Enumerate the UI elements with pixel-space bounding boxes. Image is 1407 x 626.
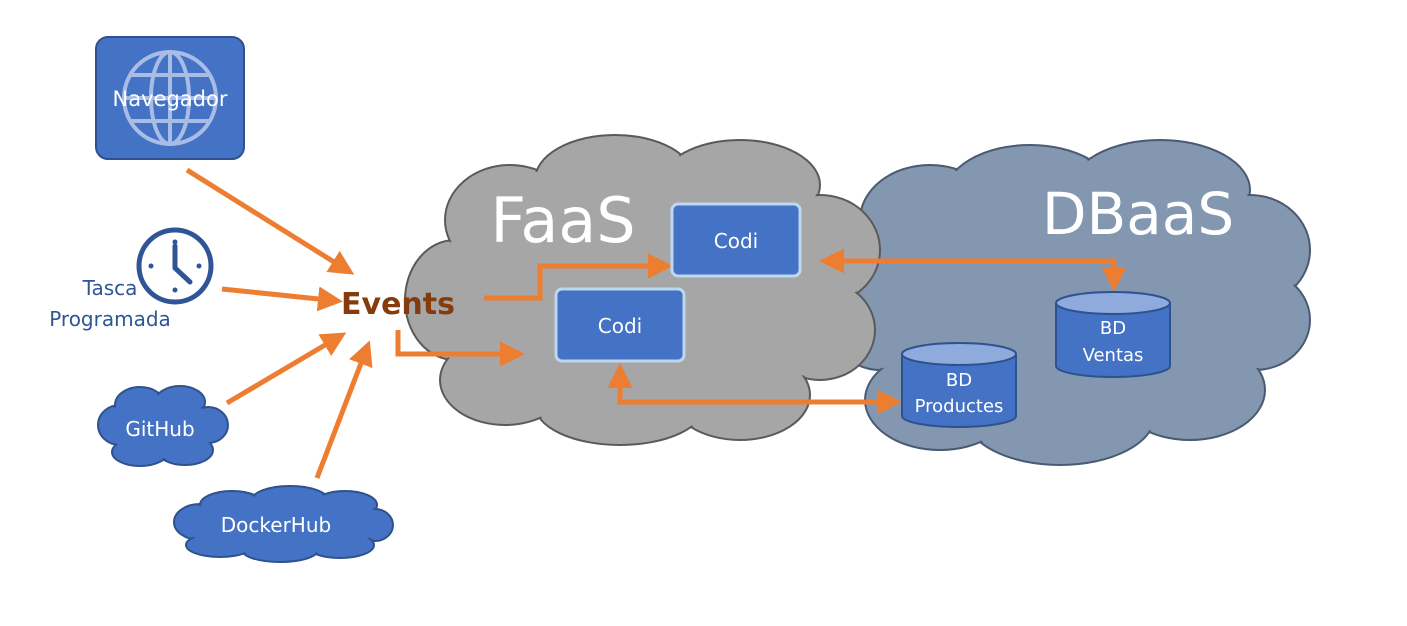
database-ventas: BD Ventas — [1055, 291, 1171, 378]
database-label-line2: Ventas — [1083, 345, 1144, 366]
browser-node: Navegador — [95, 36, 245, 160]
function-label: Codi — [714, 229, 758, 253]
arrows — [185, 167, 1127, 479]
browser-label: Navegador — [113, 87, 228, 111]
function-box-top: Codi — [670, 202, 802, 278]
scheduled-task-label-line1: Tasca — [82, 276, 138, 300]
github-label: GitHub — [125, 417, 194, 441]
function-label: Codi — [598, 314, 642, 338]
arrow-codi-bd-ventas — [819, 248, 1127, 292]
arrow-task-events — [221, 286, 343, 312]
dbaas-title: DBaaS — [1042, 180, 1234, 248]
scheduled-task-label-line2: Programada — [49, 307, 171, 331]
database-label-line2: Productes — [915, 396, 1004, 417]
arrow-codi-bd-productes — [607, 363, 902, 415]
dockerhub-cloud: DockerHub — [173, 485, 394, 563]
database-label-line1: BD — [946, 370, 972, 391]
github-cloud: GitHub — [97, 385, 229, 467]
arrow-browser-events — [185, 167, 355, 275]
database-productes: BD Productes — [901, 342, 1017, 428]
database-label-line1: BD — [1100, 318, 1126, 339]
globe-icon — [122, 50, 218, 146]
function-box-bottom: Codi — [554, 287, 686, 363]
events-label: Events — [341, 287, 455, 322]
arrow-dockerhub-events — [314, 340, 373, 479]
arrow-github-events — [225, 332, 347, 406]
faas-title: FaaS — [490, 184, 635, 257]
clock-icon — [136, 227, 214, 305]
arrow-events-codi-bottom — [395, 330, 525, 367]
dockerhub-label: DockerHub — [221, 513, 331, 537]
arrow-events-codi-top — [484, 253, 673, 301]
